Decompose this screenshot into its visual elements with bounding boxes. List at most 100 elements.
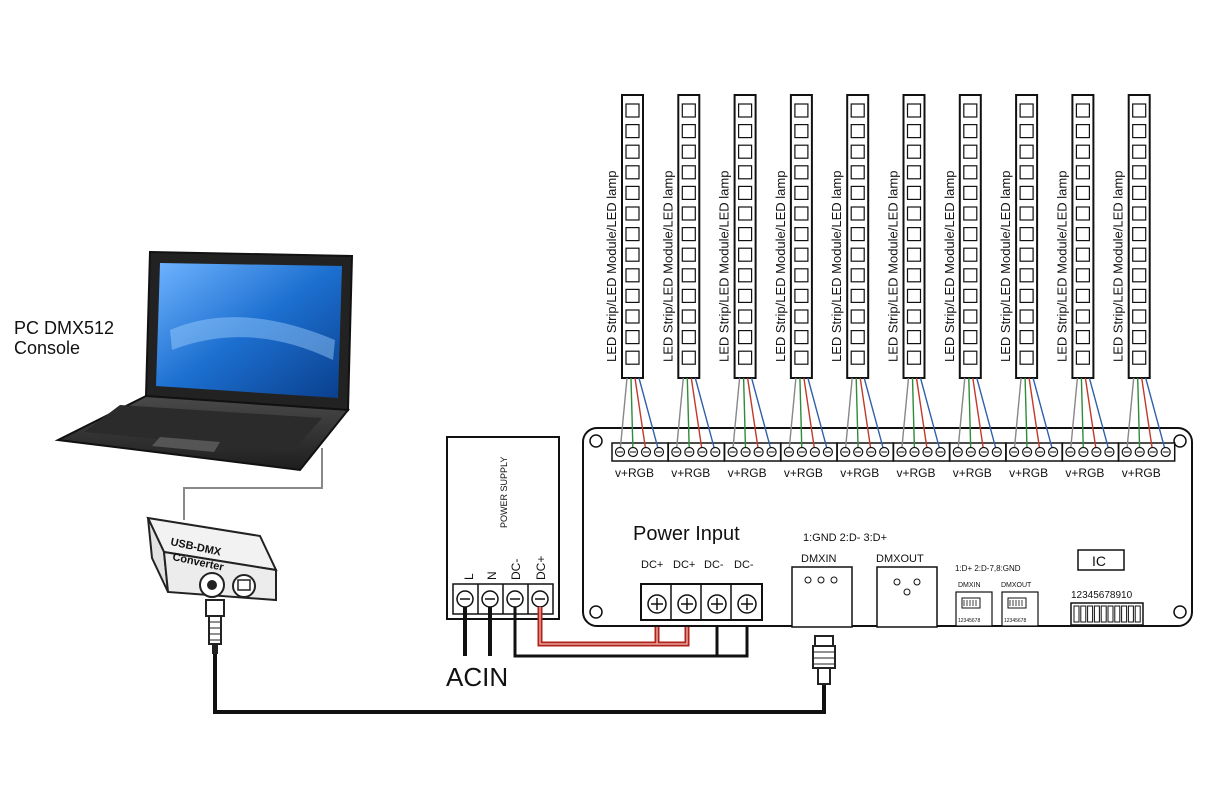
dip-switch-toggle	[1134, 605, 1141, 623]
ac-leads	[463, 607, 492, 656]
acin-label: ACIN	[446, 662, 508, 692]
led-chip	[906, 144, 922, 159]
led-chip	[681, 165, 696, 180]
rj45-out-port	[1001, 591, 1039, 627]
led-chip	[850, 309, 865, 324]
led-chip	[1075, 185, 1091, 200]
led-chip	[737, 206, 753, 221]
small-dmx-in-label: DMXIN	[958, 582, 981, 589]
channel-label: v+RGB	[840, 466, 879, 480]
led-chip	[963, 144, 978, 159]
dip-switch-toggle	[1121, 605, 1128, 623]
led-chip	[1132, 247, 1147, 262]
led-strip-label: LED Strip/LED Module/LED lamp	[829, 171, 844, 362]
dip-switch-toggle	[1073, 605, 1080, 623]
usb-cable	[183, 448, 323, 520]
led-chip	[1075, 268, 1091, 283]
led-chip	[1075, 123, 1091, 139]
ps-terminal-dc-minus: DC-	[509, 559, 523, 580]
led-chip	[681, 309, 696, 324]
led-strip-label: LED Strip/LED Module/LED lamp	[1054, 171, 1069, 362]
led-chip	[1132, 103, 1147, 118]
led-chip	[1132, 227, 1147, 242]
led-chip	[737, 144, 753, 159]
led-chip	[850, 206, 865, 221]
dmx-out-xlr-port	[876, 566, 938, 628]
led-chip	[681, 103, 696, 118]
led-chip	[850, 103, 865, 118]
small-pins-in: 12345678	[958, 618, 980, 624]
dip-switch-toggle	[1107, 605, 1114, 623]
led-chip	[1132, 288, 1147, 303]
led-chip	[1019, 123, 1034, 139]
led-chip	[794, 103, 809, 118]
led-chip	[850, 144, 865, 159]
power-supply	[446, 436, 560, 620]
channel-label: v+RGB	[953, 466, 992, 480]
led-chip	[963, 350, 978, 365]
dip-switch-toggle	[1114, 605, 1121, 623]
led-chip	[963, 185, 978, 200]
dip-switch-toggle	[1080, 605, 1087, 623]
led-chip	[906, 350, 922, 365]
small-pins-out: 12345678	[1004, 618, 1026, 624]
led-chip	[681, 330, 696, 345]
led-chip	[850, 227, 865, 242]
led-chip	[1132, 123, 1147, 139]
led-chip	[1075, 350, 1091, 365]
led-chip	[850, 185, 865, 200]
led-chip	[625, 103, 640, 118]
channel-terminal-block	[1117, 442, 1176, 462]
ps-terminal-N: N	[485, 571, 499, 580]
led-chip	[1019, 206, 1034, 221]
dip-switch-toggle	[1087, 605, 1094, 623]
laptop-screen	[156, 263, 342, 398]
dmx-plug-right	[812, 635, 836, 685]
channel-label: v+RGB	[784, 466, 823, 480]
led-chip	[681, 247, 696, 262]
led-chip	[1019, 309, 1034, 324]
led-chip	[1132, 268, 1147, 283]
led-chip	[625, 288, 640, 303]
dmx-in-label: DMXIN	[801, 553, 837, 565]
led-chip	[1075, 165, 1091, 180]
led-chip	[625, 185, 640, 200]
led-chip	[906, 123, 922, 139]
led-chip	[737, 350, 753, 365]
channel-label: v+RGB	[671, 466, 710, 480]
led-chip	[737, 185, 753, 200]
led-chip	[625, 144, 640, 159]
power-supply-title: POWER SUPPLY	[499, 457, 509, 528]
power-terminal-label-3: DC-	[704, 559, 724, 571]
led-chip	[625, 206, 640, 221]
led-chip	[737, 247, 753, 262]
led-chip	[963, 103, 978, 118]
led-chip	[625, 268, 640, 283]
ic-chip	[1077, 549, 1125, 571]
led-chip	[850, 123, 865, 139]
led-chip	[681, 268, 696, 283]
channel-label: v+RGB	[728, 466, 767, 480]
led-chip	[681, 227, 696, 242]
led-strip-label: LED Strip/LED Module/LED lamp	[1111, 171, 1126, 362]
led-chip	[963, 123, 978, 139]
dmx-cable	[213, 654, 826, 714]
led-chip	[850, 247, 865, 262]
channel-label: v+RGB	[1009, 466, 1048, 480]
led-chip	[737, 330, 753, 345]
led-chip	[681, 185, 696, 200]
led-chip	[963, 165, 978, 180]
led-chip	[850, 268, 865, 283]
laptop	[54, 250, 354, 472]
led-chip	[794, 123, 809, 139]
led-chip	[625, 165, 640, 180]
led-chip	[794, 330, 809, 345]
dmx-out-label: DMXOUT	[876, 553, 924, 565]
